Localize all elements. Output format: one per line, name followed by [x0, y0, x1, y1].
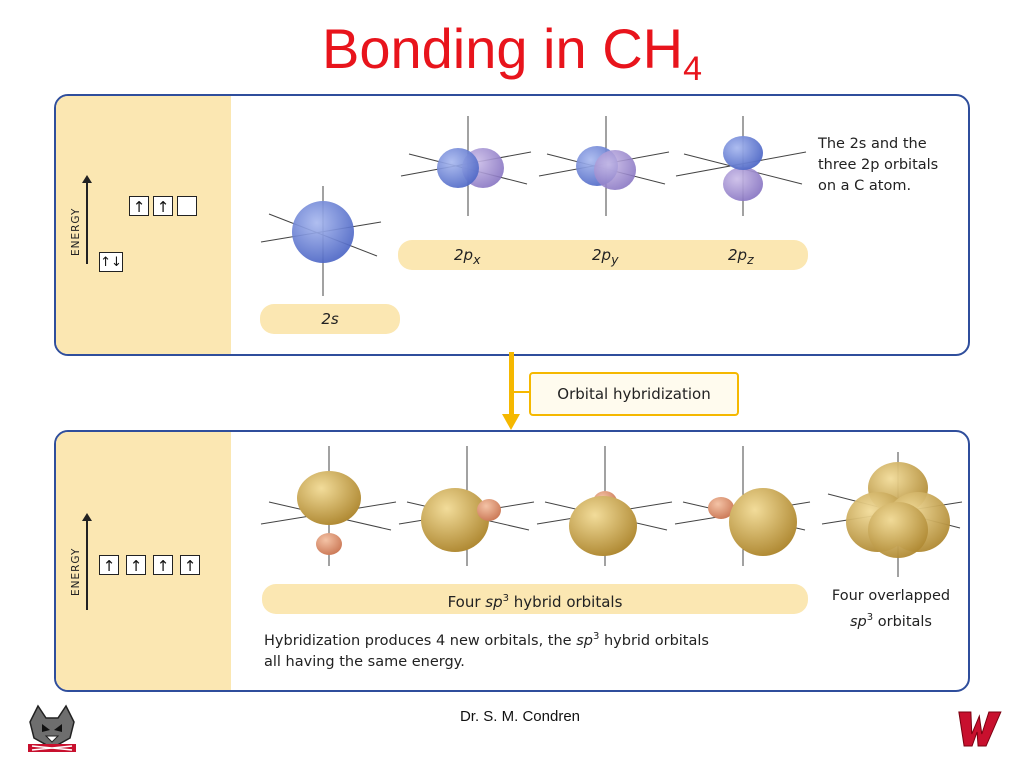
sp3-box-3: ↑ — [153, 555, 173, 575]
sp3-hybrid-orbitals-label: Four sp3 hybrid orbitals — [262, 584, 808, 614]
badger-mascot-logo-icon — [24, 700, 80, 752]
energy-axis-arrow-hybrid — [83, 513, 91, 610]
overlapped-orbitals-caption: Four overlapped sp3 orbitals — [831, 588, 951, 630]
label-2px: 2px — [454, 246, 481, 267]
motion-w-logo-icon — [958, 711, 1002, 747]
page-title: Bonding in CH4 — [321, 17, 703, 89]
energy-axis-label-hybrid: ENERGY — [70, 547, 82, 596]
sp3-box-4: ↑ — [180, 555, 200, 575]
label-2pz: 2pz — [728, 246, 754, 267]
hybridization-label: Orbital hybridization — [529, 372, 739, 416]
energy-axis-label: ENERGY — [70, 207, 82, 256]
orbital-2pz-icon — [675, 116, 807, 216]
orbital-box-2p-2: ↑ — [153, 196, 173, 216]
sp3-orbital-2-icon — [398, 446, 535, 566]
sp3-overlapped-orbitals-icon — [821, 452, 963, 577]
hybrid-orbitals-panel: ENERGY ↑ ↑ ↑ ↑ — [54, 430, 970, 692]
energy-diagram-sidebar-hybrid: ENERGY ↑ ↑ ↑ ↑ — [56, 432, 231, 690]
energy-axis-arrow — [83, 175, 91, 264]
label-2s: 2s — [260, 304, 400, 334]
atomic-orbitals-caption: The 2s and the three 2p orbitals on a C … — [818, 136, 939, 194]
orbital-2px-icon — [400, 116, 532, 216]
energy-diagram-sidebar: ENERGY ↑ ↑ ↑↓ — [56, 96, 231, 354]
sp3-orbital-4-icon — [674, 446, 811, 566]
orbital-box-2p-3 — [177, 196, 197, 216]
orbital-2py-icon — [538, 116, 670, 216]
label-2py: 2py — [592, 246, 619, 267]
sp3-orbital-1-icon — [260, 446, 397, 566]
sp3-box-1: ↑ — [99, 555, 119, 575]
hybridization-arrow — [509, 352, 514, 418]
orbital-2s-sphere-icon — [260, 186, 382, 296]
sp3-orbital-3-icon — [536, 446, 673, 566]
orbital-box-2s: ↑↓ — [99, 252, 123, 272]
sp3-box-2: ↑ — [126, 555, 146, 575]
label-2p-orbitals: 2px 2py 2pz — [398, 240, 808, 270]
atomic-orbitals-panel: ENERGY ↑ ↑ ↑↓ 2s — [54, 94, 970, 356]
footer-author: Dr. S. M. Condren — [459, 708, 581, 725]
hybridization-description: Hybridization produces 4 new orbitals, t… — [264, 631, 709, 670]
hybridization-connector — [512, 391, 530, 393]
hybridization-arrow-head-icon — [502, 414, 520, 430]
orbital-box-2p-1: ↑ — [129, 196, 149, 216]
